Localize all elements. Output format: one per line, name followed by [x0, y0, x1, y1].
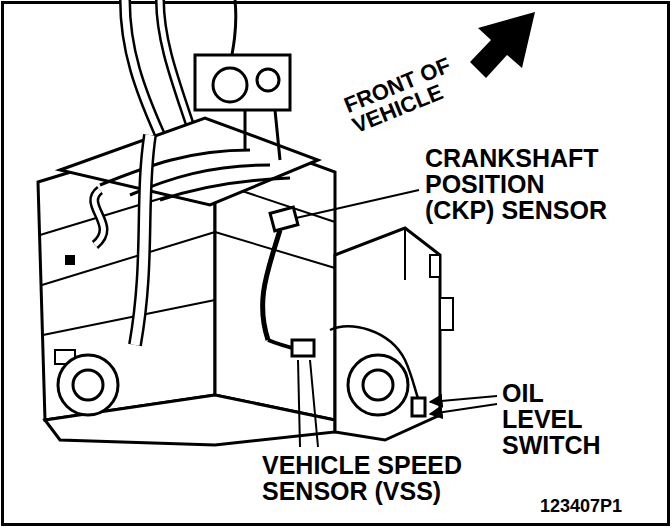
output-shaft [363, 370, 393, 400]
block-boss [65, 255, 75, 265]
pulley [58, 355, 118, 415]
oil-level-switch [412, 398, 425, 416]
vss-sensor [292, 340, 314, 356]
block-rib [43, 300, 215, 335]
figure-number: 123407P1 [540, 496, 622, 516]
direction-label: FRONT OF VEHICLE [341, 51, 471, 137]
leader-line [298, 360, 300, 447]
leader-line [296, 190, 419, 218]
ckp-sensor [270, 207, 298, 231]
intake-runner [160, 178, 290, 200]
hose-outline [160, 0, 190, 125]
manifold-edge [245, 110, 280, 160]
mount-bracket [440, 298, 453, 330]
hose [125, 0, 160, 135]
mount-bracket [430, 255, 440, 277]
direction-arrow [470, 12, 535, 78]
throttle-bore [213, 68, 247, 102]
housing-edge [404, 228, 406, 280]
transmission-housing [335, 228, 440, 440]
part-label: CRANKSHAFT POSITION (CKP) SENSOR [425, 145, 614, 223]
hose [160, 0, 190, 125]
hose-outline [94, 190, 103, 245]
wire [330, 326, 418, 398]
throttle-body [195, 55, 290, 110]
hose-outline [125, 0, 160, 135]
leader-line [430, 404, 497, 414]
coolant-tube-outline [135, 135, 150, 345]
leader-line [430, 396, 497, 402]
coolant-tube [135, 135, 150, 345]
part-label: OIL LEVEL SWITCH [502, 380, 614, 458]
frame [3, 3, 669, 525]
wiring-harness [263, 230, 280, 340]
throttle-bore [257, 69, 279, 91]
part-label: VEHICLE SPEED SENSOR (VSS) [262, 452, 478, 504]
hose [94, 190, 103, 245]
output-seal [348, 355, 408, 415]
leader-line [310, 360, 318, 447]
pulley-hub [73, 370, 103, 400]
block-rib [42, 232, 215, 285]
